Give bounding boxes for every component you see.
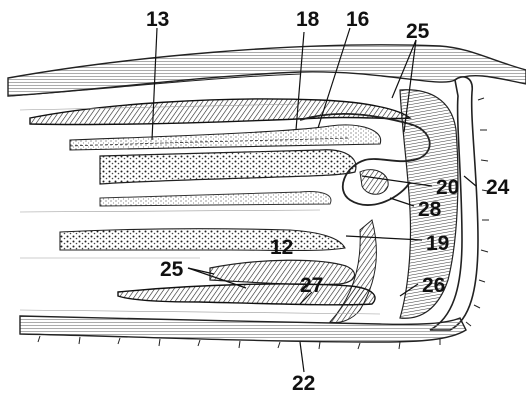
- label-26: 26: [422, 274, 445, 297]
- label-22: 22: [292, 372, 315, 395]
- label-12: 12: [270, 236, 293, 259]
- label-20: 20: [436, 176, 459, 199]
- central-dotted-band: [100, 150, 356, 206]
- lower-skin-layer: [20, 316, 466, 349]
- label-13: 13: [146, 8, 169, 31]
- label-25-left: 25: [160, 258, 184, 281]
- lower-small-pouch: [210, 260, 355, 284]
- label-19: 19: [426, 232, 449, 255]
- label-24: 24: [486, 176, 510, 199]
- label-25-top: 25: [406, 20, 430, 43]
- upper-lamella: [70, 125, 381, 150]
- label-28: 28: [418, 198, 442, 221]
- lower-pouch: [118, 284, 375, 305]
- upper-pouch: [30, 99, 410, 125]
- upper-skin-layer: [8, 45, 526, 96]
- label-18: 18: [296, 8, 320, 31]
- label-27: 27: [300, 274, 323, 297]
- label-16: 16: [346, 8, 369, 31]
- middle-dotted-band: [60, 229, 345, 251]
